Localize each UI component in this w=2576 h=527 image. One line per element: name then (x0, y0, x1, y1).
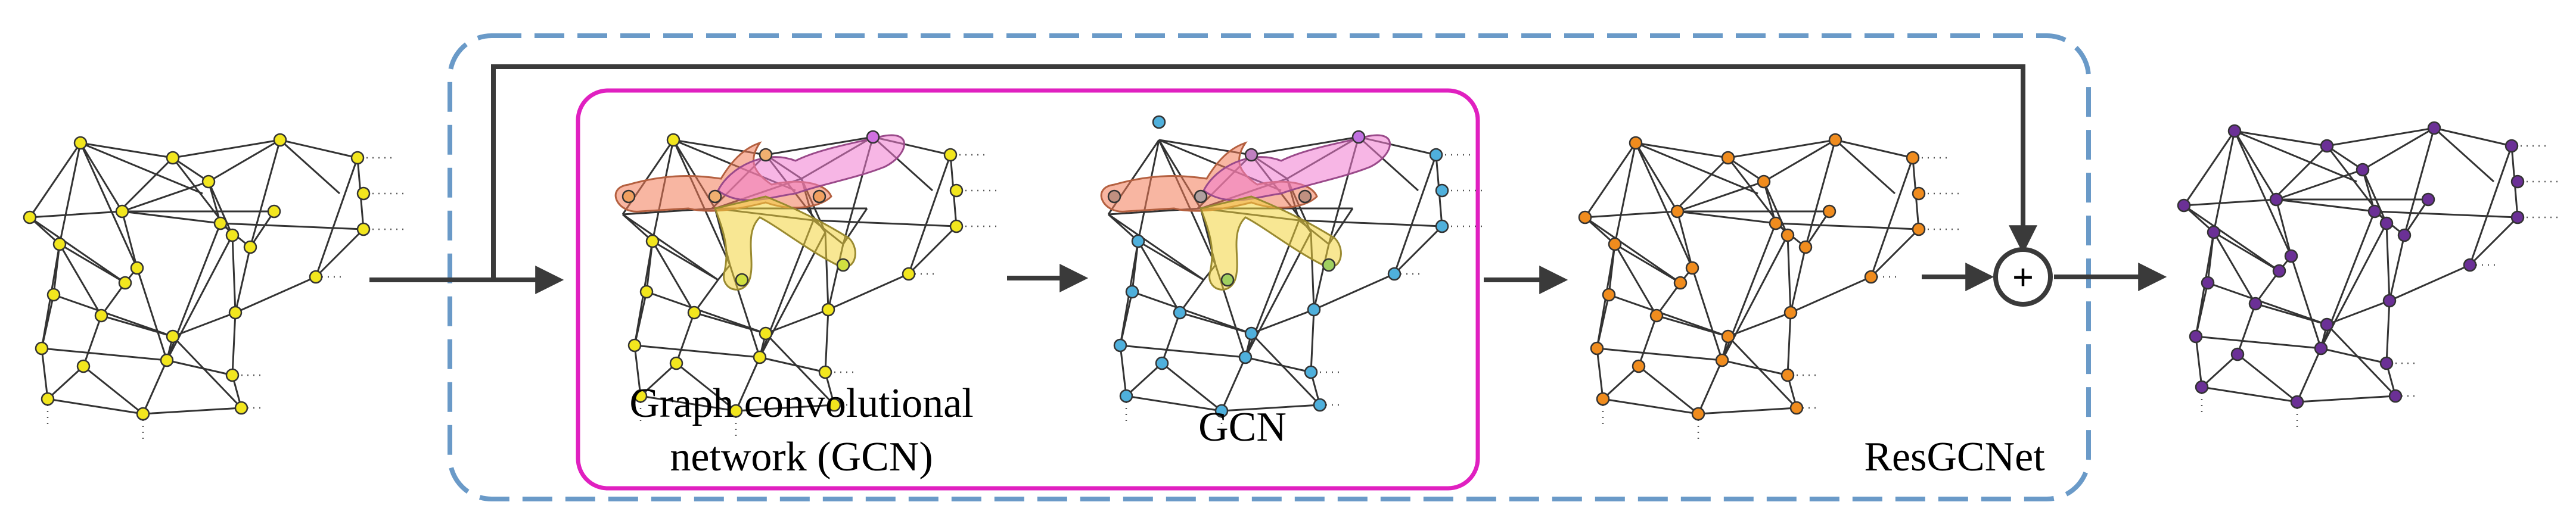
input-graph (23, 133, 406, 442)
neighborhood-blob-yellow (713, 195, 856, 291)
gcn-block-border (576, 88, 1480, 491)
neighborhood-blob-pink-2 (1202, 134, 1391, 201)
resgcnet-block-border (448, 33, 2091, 501)
gcn-graph-2 (1100, 115, 1485, 439)
gcn-block-label-line2: network (GCN) (670, 434, 933, 480)
gcn-block-label-line1: Graph convolutional (629, 381, 973, 426)
skip-connection-arrow (491, 64, 2037, 280)
gcn-graph-1 (614, 130, 999, 439)
resgcnet-label: ResGCNet (1864, 434, 2045, 480)
final-output-graph (2177, 121, 2561, 430)
resgcnet-output-graph (1578, 133, 1962, 442)
sum-symbol: + (2012, 256, 2034, 298)
neighborhood-blob-yellow-2 (1199, 195, 1342, 291)
gcn-label: GCN (1198, 404, 1287, 450)
neighborhood-blob-pink (717, 134, 905, 201)
sum-node (1993, 247, 2053, 307)
